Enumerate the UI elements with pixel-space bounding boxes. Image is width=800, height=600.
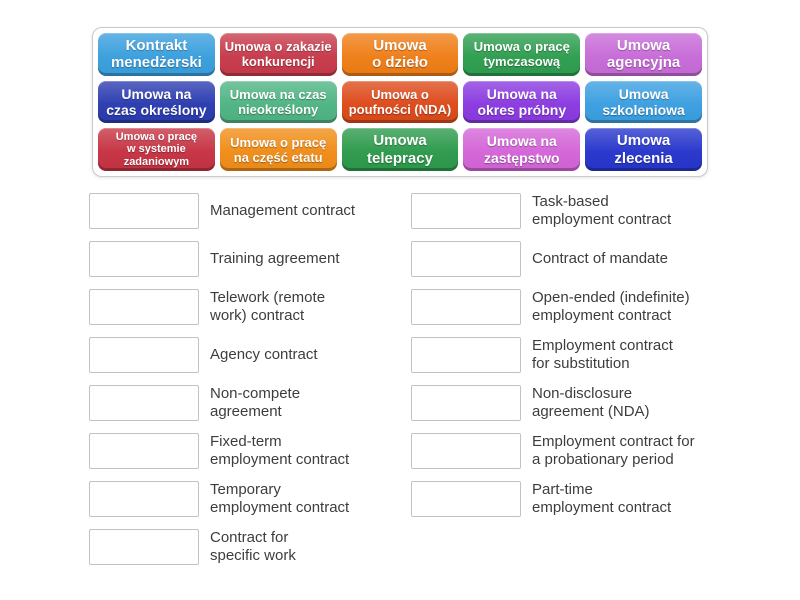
answer-slot[interactable]	[411, 433, 521, 469]
answer-slot[interactable]	[89, 193, 199, 229]
match-row: Employment contract for a probationary p…	[411, 433, 732, 469]
match-label: Employment contract for a probationary p…	[532, 433, 695, 468]
match-label: Temporary employment contract	[210, 481, 350, 516]
match-row: Non-disclosure agreement (NDA)	[411, 385, 732, 421]
match-row: Open-ended (indefinite) employment contr…	[411, 289, 732, 325]
answer-slot[interactable]	[89, 385, 199, 421]
match-label: Agency contract	[210, 346, 318, 363]
answer-slot[interactable]	[89, 337, 199, 373]
word-tile[interactable]: Umowa o pracę na część etatu	[219, 128, 337, 171]
answer-slot[interactable]	[89, 529, 199, 565]
match-label: Employment contract for substitution	[532, 337, 673, 372]
match-label: Management contract	[210, 202, 356, 219]
word-tile[interactable]: Umowa szkoleniowa	[585, 80, 702, 124]
match-row: Contract for specific work	[89, 529, 410, 565]
word-tile[interactable]: Umowa o dzieło	[341, 33, 459, 76]
match-label: Contract for specific work	[210, 529, 296, 564]
answer-slot[interactable]	[411, 481, 521, 517]
answer-slot[interactable]	[89, 433, 199, 469]
match-label: Non-disclosure agreement (NDA)	[532, 385, 650, 420]
match-row: Non-compete agreement	[89, 385, 410, 421]
word-tile[interactable]: Umowa na okres próbny	[463, 80, 581, 124]
match-row: Training agreement	[89, 241, 410, 277]
match-label: Task-based employment contract	[532, 193, 672, 228]
word-tile[interactable]: Umowa telepracy	[341, 128, 459, 171]
word-tile[interactable]: Umowa agencyjna	[585, 33, 702, 76]
match-label: Open-ended (indefinite) employment contr…	[532, 289, 690, 324]
word-tile[interactable]: Umowa na czas nieokreślony	[219, 80, 337, 124]
word-tile[interactable]: Umowa o poufności (NDA)	[341, 80, 459, 124]
match-label: Non-compete agreement	[210, 385, 301, 420]
answer-slot[interactable]	[89, 481, 199, 517]
answer-slot[interactable]	[89, 289, 199, 325]
match-label: Training agreement	[210, 250, 340, 267]
word-tile[interactable]: Kontrakt menedżerski	[98, 33, 215, 76]
word-tile[interactable]: Umowa o pracę tymczasową	[463, 33, 581, 76]
answer-slot[interactable]	[411, 193, 521, 229]
word-tile[interactable]: Umowa zlecenia	[585, 128, 702, 171]
answer-slot[interactable]	[411, 289, 521, 325]
match-row: Fixed-term employment contract	[89, 433, 410, 469]
match-label: Fixed-term employment contract	[210, 433, 350, 468]
match-row: Task-based employment contract	[411, 193, 732, 229]
answer-slot[interactable]	[411, 385, 521, 421]
match-label: Contract of mandate	[532, 250, 668, 267]
match-row: Part-time employment contract	[411, 481, 732, 517]
word-tile[interactable]: Umowa o pracę w systemie zadaniowym	[98, 128, 215, 171]
match-row: Telework (remote work) contract	[89, 289, 410, 325]
answer-slot[interactable]	[411, 337, 521, 373]
word-tile[interactable]: Umowa o zakazie konkurencji	[219, 33, 337, 76]
answer-slot[interactable]	[89, 241, 199, 277]
match-row: Agency contract	[89, 337, 410, 373]
match-row: Management contract	[89, 193, 410, 229]
match-label: Part-time employment contract	[532, 481, 672, 516]
answer-slot[interactable]	[411, 241, 521, 277]
word-tile[interactable]: Umowa na zastępstwo	[463, 128, 581, 171]
match-label: Telework (remote work) contract	[210, 289, 326, 324]
match-row: Temporary employment contract	[89, 481, 410, 517]
word-tile[interactable]: Umowa na czas określony	[98, 80, 215, 124]
match-row: Contract of mandate	[411, 241, 732, 277]
match-row: Employment contract for substitution	[411, 337, 732, 373]
